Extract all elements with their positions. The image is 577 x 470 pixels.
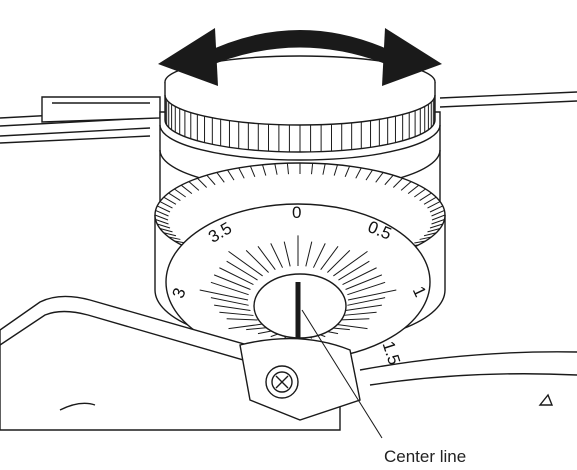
callout-label-center-line: Center line [384,447,466,466]
tonearm [0,91,577,144]
rotation-arrow-icon [158,28,442,86]
center-line-callout: Center line [301,309,466,466]
dial-face: 0 0.5 1 1.5 3 3.5 [165,203,431,367]
arm-rest-housing [0,295,577,431]
dial-label-0: 0 [292,203,301,222]
